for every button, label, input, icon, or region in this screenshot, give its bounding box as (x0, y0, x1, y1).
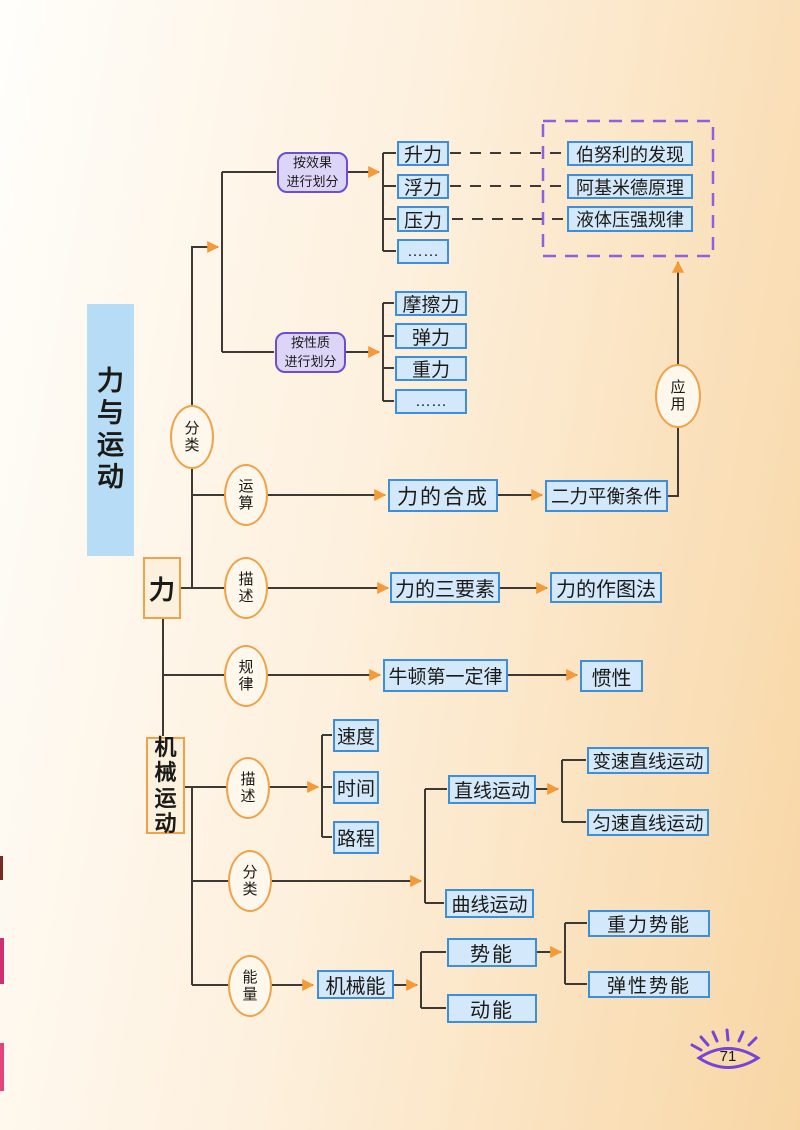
node-archimedes-principle: 阿基米德原理 (567, 174, 693, 199)
node-speed: 速度 (333, 719, 379, 752)
node-force-composition: 力的合成 (388, 479, 498, 512)
node-elastic-force: 弹力 (395, 323, 467, 349)
node-ellipsis-effect: …… (397, 239, 449, 264)
node-mechanical-energy: 机械能 (317, 970, 394, 999)
node-uniform-linear-motion: 匀速直线运动 (587, 809, 709, 836)
node-curved-motion: 曲线运动 (445, 889, 534, 918)
relation-describe-force: 描述 (224, 557, 268, 619)
node-lift: 升力 (397, 141, 449, 166)
node-newton-first-law: 牛顿第一定律 (383, 659, 508, 692)
label-divide-by-nature: 按性质进行划分 (275, 332, 346, 373)
node-two-force-balance: 二力平衡条件 (545, 480, 668, 512)
node-force: 力 (143, 557, 181, 619)
map-title: 力与运动 (87, 304, 134, 556)
node-gravity: 重力 (395, 356, 467, 381)
node-inertia: 惯性 (580, 660, 643, 692)
node-ellipsis-nature: …… (395, 389, 467, 414)
node-linear-motion: 直线运动 (448, 775, 536, 804)
node-friction: 摩擦力 (395, 291, 467, 316)
node-liquid-pressure-law: 液体压强规律 (567, 206, 693, 232)
page-edge-mark (0, 856, 3, 880)
page-edge-mark (0, 938, 4, 984)
relation-classify-force: 分类 (170, 405, 214, 469)
node-distance: 路程 (333, 821, 379, 854)
relation-energy: 能量 (228, 955, 272, 1017)
node-three-elements: 力的三要素 (390, 572, 500, 603)
relation-operation: 运算 (224, 464, 268, 526)
node-kinetic-energy: 动能 (447, 994, 537, 1023)
node-mechanical-motion: 机械运动 (146, 735, 185, 836)
relation-law: 规律 (224, 645, 268, 707)
page-edge-mark (0, 1043, 4, 1091)
label-divide-by-effect: 按效果进行划分 (277, 152, 348, 193)
page-number: 71 (719, 1048, 737, 1065)
relation-application: 应用 (655, 364, 701, 428)
node-time: 时间 (333, 771, 379, 804)
relation-describe-motion: 描述 (226, 757, 270, 819)
relation-classify-motion: 分类 (228, 850, 272, 912)
map-title-text: 力与运动 (97, 366, 124, 492)
node-bernoulli-discovery: 伯努利的发现 (567, 141, 693, 166)
node-gravitational-potential-energy: 重力势能 (588, 910, 710, 937)
node-elastic-potential-energy: 弹性势能 (588, 971, 710, 998)
node-variable-linear-motion: 变速直线运动 (587, 747, 709, 774)
node-force-drawing-method: 力的作图法 (550, 572, 662, 603)
node-pressure: 压力 (397, 206, 449, 232)
node-buoyancy: 浮力 (397, 174, 449, 199)
node-potential-energy: 势能 (447, 938, 537, 967)
